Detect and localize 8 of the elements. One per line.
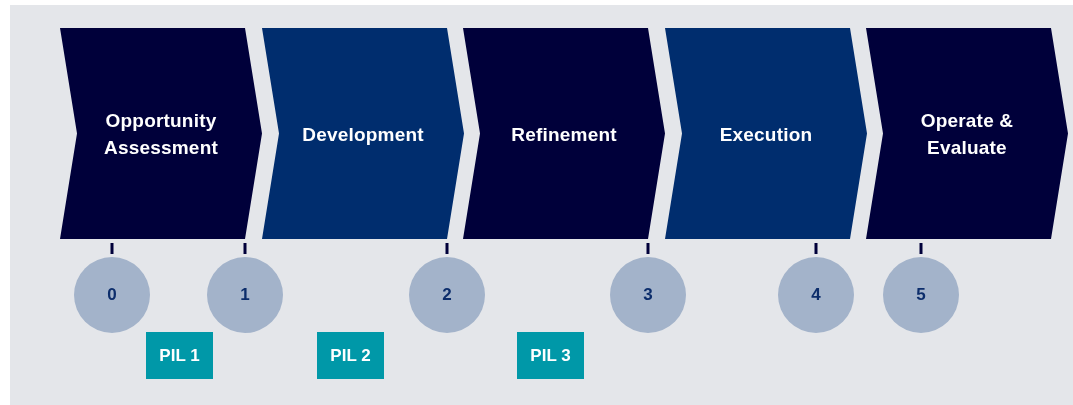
phase-label: Opportunity Assessment — [103, 108, 219, 160]
phase-label: Operate & Evaluate — [919, 108, 1015, 160]
pil-tag: PIL 3 — [517, 332, 584, 379]
phase-label: Refinement — [510, 122, 618, 146]
pil-tag: PIL 1 — [146, 332, 213, 379]
phase-label: Execution — [718, 122, 814, 146]
pil-tag: PIL 2 — [317, 332, 384, 379]
phase-label: Development — [301, 122, 425, 147]
